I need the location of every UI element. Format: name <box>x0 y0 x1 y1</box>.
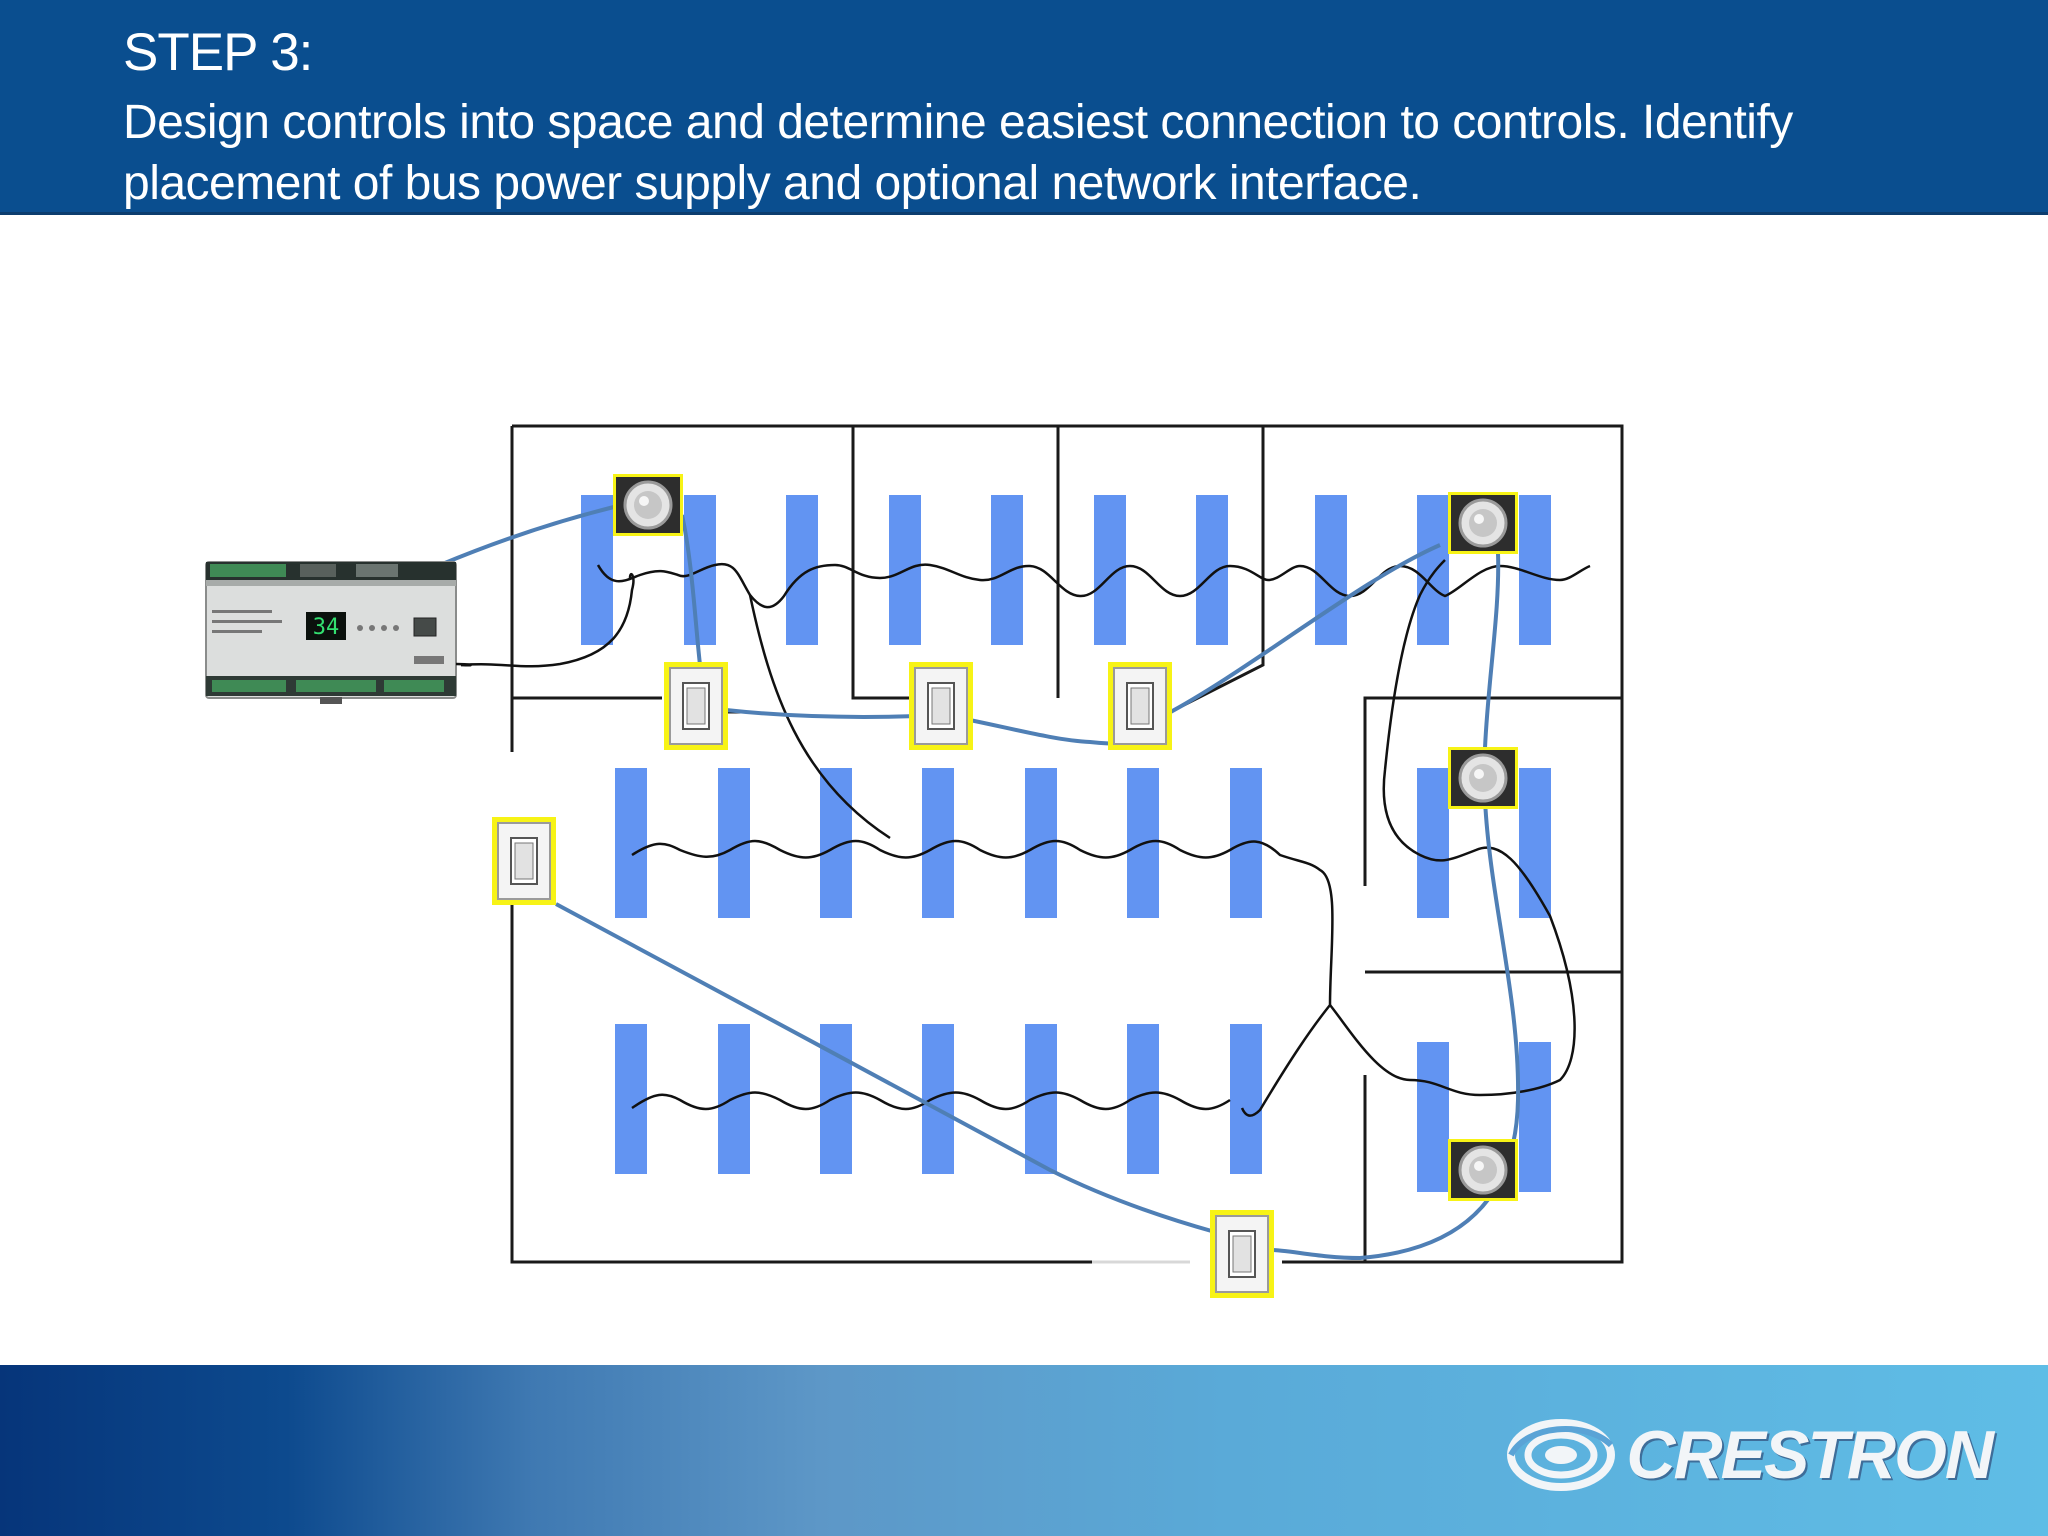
light-fixture <box>581 495 613 645</box>
terminal-block <box>212 680 286 692</box>
led-display-value: 34 <box>313 615 340 640</box>
occupancy-sensor[interactable] <box>1446 745 1520 811</box>
light-fixture <box>991 495 1023 645</box>
light-fixture <box>1196 495 1228 645</box>
light-fixture <box>1417 495 1449 645</box>
occupancy-sensor[interactable] <box>1446 1137 1520 1203</box>
terminal-block <box>384 680 444 692</box>
header-bar: STEP 3: Design controls into space and d… <box>0 0 2048 215</box>
crestron-logo: CRESTRON <box>1506 1415 1994 1495</box>
crestron-swirl-icon <box>1507 1419 1616 1491</box>
step-description: Design controls into space and determine… <box>123 96 1793 210</box>
light-fixture <box>1230 1024 1262 1174</box>
power-feed-wire <box>455 662 472 667</box>
occupancy-sensor[interactable] <box>1446 490 1520 556</box>
light-fixture <box>1094 495 1126 645</box>
light-fixture <box>1417 768 1449 918</box>
walls <box>510 424 1624 1264</box>
light-fixture <box>1315 495 1347 645</box>
brand-name: CRESTRON <box>1626 1417 1994 1493</box>
light-fixture <box>1417 1042 1449 1192</box>
light-fixture <box>615 1024 647 1174</box>
load-wiring <box>460 559 1591 1117</box>
network-port[interactable] <box>413 617 437 637</box>
led-display <box>306 612 346 640</box>
occupancy-sensor[interactable] <box>611 472 685 538</box>
light-fixture <box>786 495 818 645</box>
terminal-block <box>296 680 376 692</box>
light-fixture <box>1025 768 1057 918</box>
terminal-block <box>210 564 286 577</box>
keypad-switch[interactable] <box>491 816 557 906</box>
light-fixture <box>615 768 647 918</box>
footer-bar: CRESTRON <box>0 1365 2048 1536</box>
keypad-switch[interactable] <box>908 661 974 751</box>
bus-power-supply[interactable]: 34 <box>205 561 457 704</box>
light-fixture <box>1519 768 1551 918</box>
terminal-block <box>356 564 398 577</box>
keypad-switch[interactable] <box>1107 661 1173 751</box>
keypad-switch[interactable] <box>1209 1209 1275 1299</box>
terminal-block <box>300 564 336 577</box>
light-fixture <box>922 1024 954 1174</box>
step-title: STEP 3: <box>123 23 313 82</box>
keypad-switch[interactable] <box>663 661 729 751</box>
light-fixture <box>1519 1042 1551 1192</box>
